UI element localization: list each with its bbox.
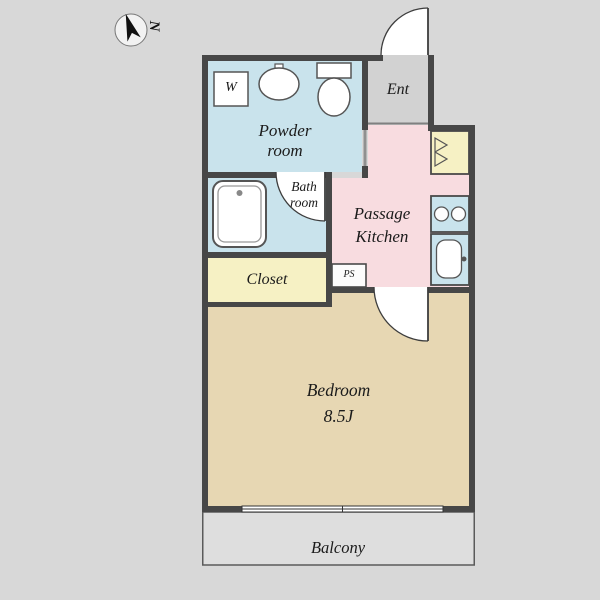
bedroom-door-arc	[373, 286, 429, 342]
wall-right-outer	[469, 125, 475, 512]
washbasin-icon	[258, 67, 300, 101]
entrance-area	[368, 55, 428, 125]
wall-bath-bottom	[202, 252, 332, 258]
wall-bottom-left-stub	[202, 506, 242, 512]
wall-powder-bottom-left	[202, 172, 276, 178]
north-arrow-icon	[125, 13, 141, 42]
wall-top	[202, 55, 383, 61]
wall-step-right	[428, 125, 475, 131]
toilet-tank-icon	[316, 62, 352, 79]
bathtub-faucet-icon	[236, 190, 243, 196]
bath-door-swing	[276, 172, 325, 221]
compass: N	[114, 13, 162, 47]
kitchen-sink-bowl-icon	[435, 239, 463, 279]
wall-closet-bottom	[202, 302, 332, 307]
wall-bath-passage-divider	[326, 172, 332, 307]
closet-area	[208, 255, 326, 305]
shoe-cabinet-shelf-icon	[434, 136, 449, 168]
shoe-cabinet	[430, 130, 470, 175]
entrance-door-arc	[380, 7, 429, 56]
wall-entrance-right	[428, 55, 434, 131]
entrance-door-swing	[381, 8, 428, 55]
kitchen-faucet-icon	[461, 256, 467, 262]
balcony-area	[202, 511, 475, 566]
bath-door-arc	[275, 171, 326, 222]
pipe-space-box	[331, 263, 367, 288]
bedroom-area	[208, 287, 469, 506]
stove-burner-icon	[450, 206, 467, 222]
wall-powder-divider-stub	[362, 166, 368, 178]
bedroom-door-swing	[374, 287, 428, 341]
powder-room-sliding-door	[363, 130, 367, 166]
wall-left-outer	[202, 55, 208, 512]
stove-burner-icon	[433, 206, 450, 222]
bathtub-inner-line	[217, 185, 262, 243]
toilet-bowl-icon	[317, 77, 351, 117]
washing-machine	[213, 71, 249, 107]
wall-bottom-right-stub	[443, 506, 475, 512]
bathtub-icon	[212, 180, 267, 248]
wall-passage-bedroom-right	[428, 287, 469, 293]
compass-north-label: N	[146, 20, 162, 33]
wall-powder-ent-divider	[362, 55, 368, 130]
wall-passage-bedroom-left	[326, 287, 374, 293]
